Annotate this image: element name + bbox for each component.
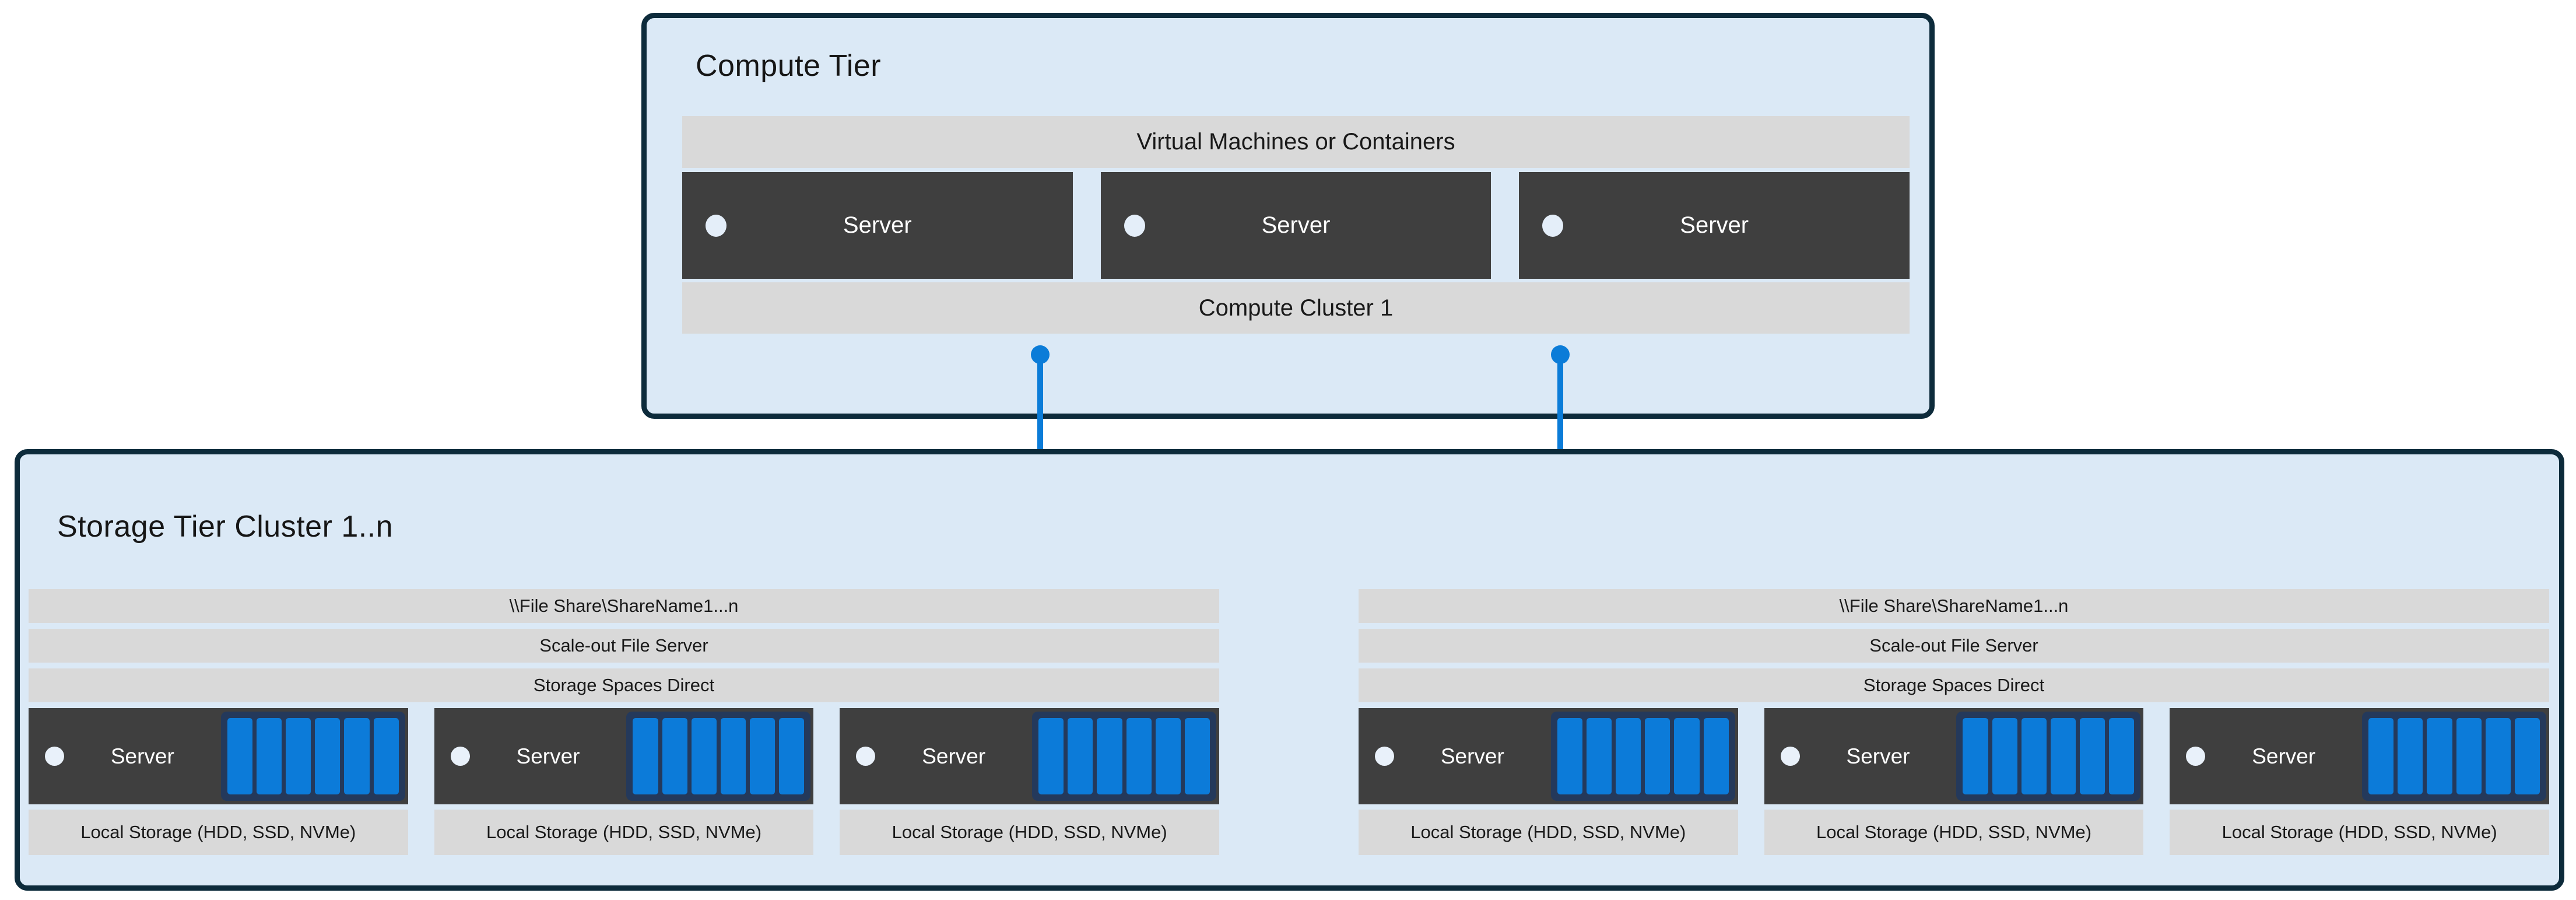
disk-icon [1616,718,1641,794]
connector-line-segment [1037,355,1043,472]
local-storage-bar: Local Storage (HDD, SSD, NVMe) [1359,810,1738,855]
storage-cluster: \\File Share\ShareName1...n Scale-out Fi… [1359,589,2550,855]
server-label: Server [843,212,912,238]
compute-server-row: Server Server Server [682,172,1910,279]
storage-cluster: \\File Share\ShareName1...n Scale-out Fi… [29,589,1220,855]
disk-icon [2368,718,2394,794]
disk-icon [1992,718,2017,794]
disk-icon [750,718,775,794]
local-storage-bar: Local Storage (HDD, SSD, NVMe) [434,810,814,855]
disk-icon [691,718,717,794]
disk-array-icon [2362,712,2547,801]
connector-line-segment [1557,355,1563,472]
local-storage-bar: Local Storage (HDD, SSD, NVMe) [2170,810,2550,855]
disk-icon [1097,718,1122,794]
server-label: Server [1440,744,1504,768]
server-label: Server [516,744,580,768]
disk-icon [286,718,311,794]
power-led-icon [45,747,64,766]
disk-icon [1645,718,1670,794]
disk-icon [256,718,282,794]
scale-out-file-server-bar: Scale-out File Server [1359,629,2549,663]
disk-icon [2456,718,2482,794]
local-storage-row: Local Storage (HDD, SSD, NVMe) Local Sto… [29,810,1220,855]
compute-cluster-bar: Compute Cluster 1 [682,282,1910,334]
compute-server-node: Server [1100,172,1491,279]
storage-server-row: Server Server Server [29,708,1220,804]
storage-tier-box: Storage Tier Cluster 1..n \\File Share\S… [15,449,2564,891]
server-label: Server [1680,212,1749,238]
scale-out-file-server-bar: Scale-out File Server [29,629,1219,663]
disk-icon [1586,718,1612,794]
disk-icon [1126,718,1152,794]
disk-icon [779,718,805,794]
compute-tier-title: Compute Tier [696,49,882,83]
local-storage-bar: Local Storage (HDD, SSD, NVMe) [1764,810,2144,855]
disk-icon [662,718,687,794]
vm-containers-bar: Virtual Machines or Containers [682,116,1910,168]
disk-icon [2485,718,2511,794]
server-label: Server [110,744,174,768]
power-led-icon [856,747,876,766]
storage-server-row: Server Server Server [1359,708,2550,804]
disk-icon [1703,718,1729,794]
file-share-bar: \\File Share\ShareName1...n [29,589,1219,623]
server-label: Server [1261,212,1331,238]
disk-icon [720,718,746,794]
disk-icon [2021,718,2047,794]
storage-server-node: Server [434,708,814,804]
local-storage-bar: Local Storage (HDD, SSD, NVMe) [29,810,408,855]
power-led-icon [450,747,470,766]
disk-icon [633,718,658,794]
disk-icon [1674,718,1700,794]
disk-array-icon [1032,712,1217,801]
file-share-bar: \\File Share\ShareName1...n [1359,589,2549,623]
local-storage-bar: Local Storage (HDD, SSD, NVMe) [840,810,1220,855]
disk-array-icon [626,712,811,801]
disk-icon [1557,718,1582,794]
disk-array-icon [1956,712,2141,801]
compute-tier-box: Compute Tier Virtual Machines or Contain… [641,13,1935,419]
disk-icon [1184,718,1210,794]
server-label: Server [1846,744,1910,768]
power-led-icon [1542,214,1564,237]
disk-icon [2514,718,2540,794]
disk-icon [2398,718,2423,794]
local-storage-row: Local Storage (HDD, SSD, NVMe) Local Sto… [1359,810,2550,855]
server-label: Server [2252,744,2316,768]
compute-server-node: Server [682,172,1073,279]
power-led-icon [1780,747,1800,766]
disk-array-icon [220,712,405,801]
disk-icon [1068,718,1093,794]
storage-tier-title: Storage Tier Cluster 1..n [57,510,394,544]
power-led-icon [1375,747,1394,766]
server-label: Server [922,744,986,768]
disk-icon [315,718,341,794]
disk-icon [227,718,252,794]
disk-icon [1963,718,1988,794]
storage-server-node: Server [2170,708,2550,804]
disk-icon [2427,718,2452,794]
disk-icon [2109,718,2135,794]
power-led-icon [2186,747,2206,766]
power-led-icon [706,214,727,237]
disk-icon [373,718,399,794]
storage-server-node: Server [1359,708,1738,804]
disk-array-icon [1550,712,1735,801]
power-led-icon [1124,214,1145,237]
storage-spaces-direct-bar: Storage Spaces Direct [29,668,1219,702]
storage-server-node: Server [29,708,408,804]
disk-icon [2080,718,2105,794]
storage-server-node: Server [1764,708,2144,804]
storage-server-node: Server [840,708,1220,804]
storage-spaces-direct-bar: Storage Spaces Direct [1359,668,2549,702]
disk-icon [2050,718,2076,794]
compute-server-node: Server [1519,172,1910,279]
disk-icon [1038,718,1064,794]
disk-icon [344,718,370,794]
disk-icon [1155,718,1181,794]
